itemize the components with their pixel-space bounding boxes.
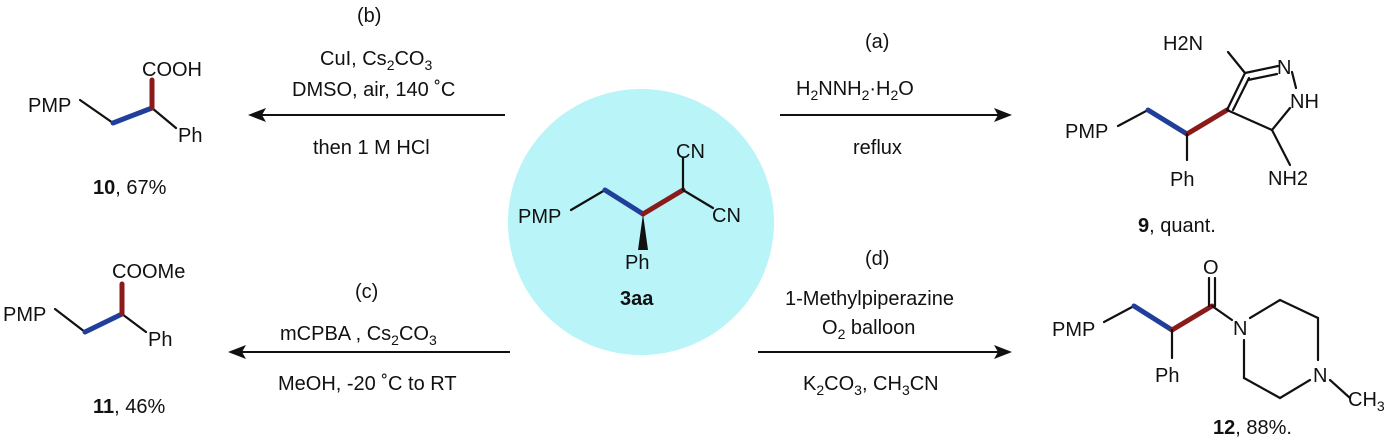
product-11: PMP Ph COOMe 11, 46%: [3, 261, 185, 418]
reaction-b-reagent-1: CuI, Cs2CO3: [320, 48, 432, 73]
reaction-d-reagent-1: 1-Methylpiperazine: [785, 288, 954, 310]
product-11-caption: 11, 46%: [93, 396, 166, 418]
reaction-a-reagent-2: reflux: [853, 137, 902, 159]
pmp-label: PMP: [1065, 121, 1108, 143]
reaction-b-reagent-2: DMSO, air, 140 ˚C: [292, 79, 455, 101]
n1-label: N: [1233, 318, 1247, 340]
ph-label: Ph: [148, 329, 172, 351]
nh2-top-label: H2N: [1163, 33, 1203, 55]
reaction-b-label: (b): [357, 5, 381, 27]
reaction-c: (c) mCPBA , Cs2CO3 MeOH, -20 ˚C to RT: [228, 281, 510, 395]
cn-right-label: CN: [712, 205, 741, 227]
product-10: PMP Ph COOH 10, 67%: [28, 59, 202, 199]
reaction-c-reagent-1: mCPBA , Cs2CO3: [280, 323, 437, 348]
wedge-bond: [638, 214, 648, 250]
reaction-c-reagent-2: MeOH, -20 ˚C to RT: [278, 373, 457, 395]
highlight-circle: [508, 89, 774, 355]
product-9-caption: 9, quant.: [1138, 215, 1216, 237]
pmp-label: PMP: [1052, 319, 1095, 341]
product-12: PMP Ph O N N CH3 12, 88%.: [1052, 257, 1385, 439]
nh-label: NH: [1290, 91, 1319, 113]
pmp-label: PMP: [518, 206, 561, 228]
n2-label: N: [1313, 365, 1327, 387]
pmp-label: PMP: [28, 95, 71, 117]
reaction-b-reagent-3: then 1 M HCl: [313, 137, 430, 159]
reaction-c-label: (c): [355, 281, 378, 303]
ph-label: Ph: [1170, 169, 1194, 191]
cn-top-label: CN: [676, 141, 705, 163]
nh2-bottom-label: NH2: [1268, 168, 1308, 190]
coome-label: COOMe: [112, 261, 185, 283]
reaction-b: (b) CuI, Cs2CO3 DMSO, air, 140 ˚C then 1…: [248, 5, 505, 159]
reaction-a-label: (a): [865, 31, 889, 53]
ch3-label: CH3: [1348, 389, 1385, 414]
n-label: N: [1277, 57, 1291, 79]
product-9: PMP Ph H2N N NH NH2 9, quant.: [1065, 33, 1319, 237]
o-label: O: [1203, 257, 1219, 279]
reaction-d-reagent-2: O2 balloon: [822, 317, 915, 342]
product-12-caption: 12, 88%.: [1213, 417, 1292, 439]
cooh-label: COOH: [142, 59, 202, 81]
reaction-d: (d) 1-Methylpiperazine O2 balloon K2CO3,…: [758, 248, 1012, 398]
compound-id-3aa: 3aa: [620, 288, 654, 310]
product-10-caption: 10, 67%: [93, 177, 167, 199]
reaction-a: (a) H2NNH2·H2O reflux: [780, 31, 1012, 159]
reaction-a-reagent-1: H2NNH2·H2O: [796, 78, 914, 103]
center-compound-3aa: PMP Ph CN CN 3aa: [508, 89, 774, 355]
ph-label: Ph: [1155, 365, 1179, 387]
pmp-label: PMP: [3, 304, 46, 326]
ph-label: Ph: [625, 252, 649, 274]
ph-label: Ph: [178, 125, 202, 147]
reaction-d-label: (d): [865, 248, 889, 270]
reaction-d-reagent-3: K2CO3, CH3CN: [803, 373, 939, 398]
